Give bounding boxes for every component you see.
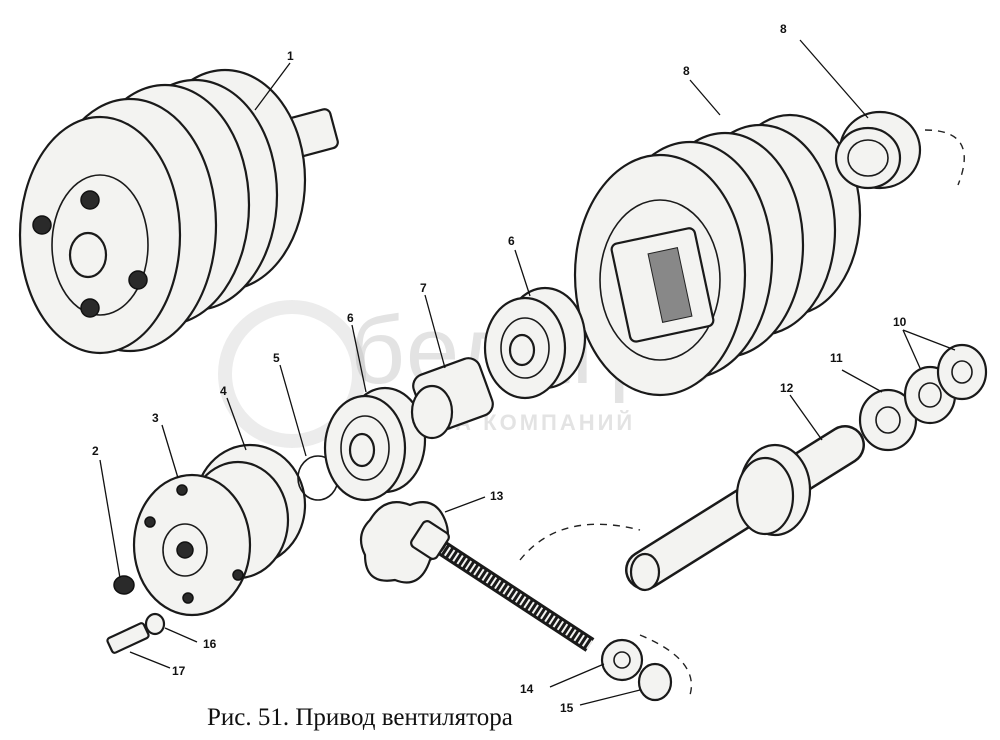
label-8-bearing: 8	[780, 22, 787, 36]
label-8-pulley: 8	[683, 64, 690, 78]
pulley-right	[573, 113, 862, 397]
pulley-left	[18, 68, 339, 355]
label-5: 5	[273, 351, 280, 365]
flange-cover	[132, 443, 307, 617]
label-11: 11	[830, 351, 843, 365]
label-12: 12	[780, 381, 794, 395]
label-3: 3	[152, 411, 159, 425]
label-16: 16	[203, 637, 217, 651]
bearing-left	[323, 386, 427, 502]
label-15: 15	[560, 701, 574, 715]
label-17: 17	[172, 664, 186, 678]
spacer-sleeve	[410, 357, 494, 440]
label-6-left: 6	[347, 311, 354, 325]
bearing-top-right	[834, 110, 965, 190]
figure-caption: Рис. 51. Привод вентилятора	[207, 704, 513, 731]
leader-lines	[99, 39, 956, 706]
label-13: 13	[490, 489, 504, 503]
label-6-right: 6	[508, 234, 515, 248]
drive-shaft	[625, 425, 865, 592]
knob-bolt	[359, 501, 595, 652]
bearing-right	[483, 286, 587, 400]
fasteners	[106, 575, 166, 654]
label-2: 2	[92, 444, 99, 458]
label-10: 10	[893, 315, 907, 329]
nuts-washer	[858, 343, 988, 452]
label-7: 7	[420, 281, 427, 295]
label-1: 1	[287, 49, 294, 63]
rotation-arrow-center	[519, 523, 641, 561]
nut-washer-bottom	[600, 634, 692, 702]
label-14: 14	[520, 682, 534, 696]
label-4: 4	[220, 384, 227, 398]
part-labels: 1 2 3 4 5 6 7 6 8 8 10 11 12 13 14 15 16…	[92, 22, 907, 715]
